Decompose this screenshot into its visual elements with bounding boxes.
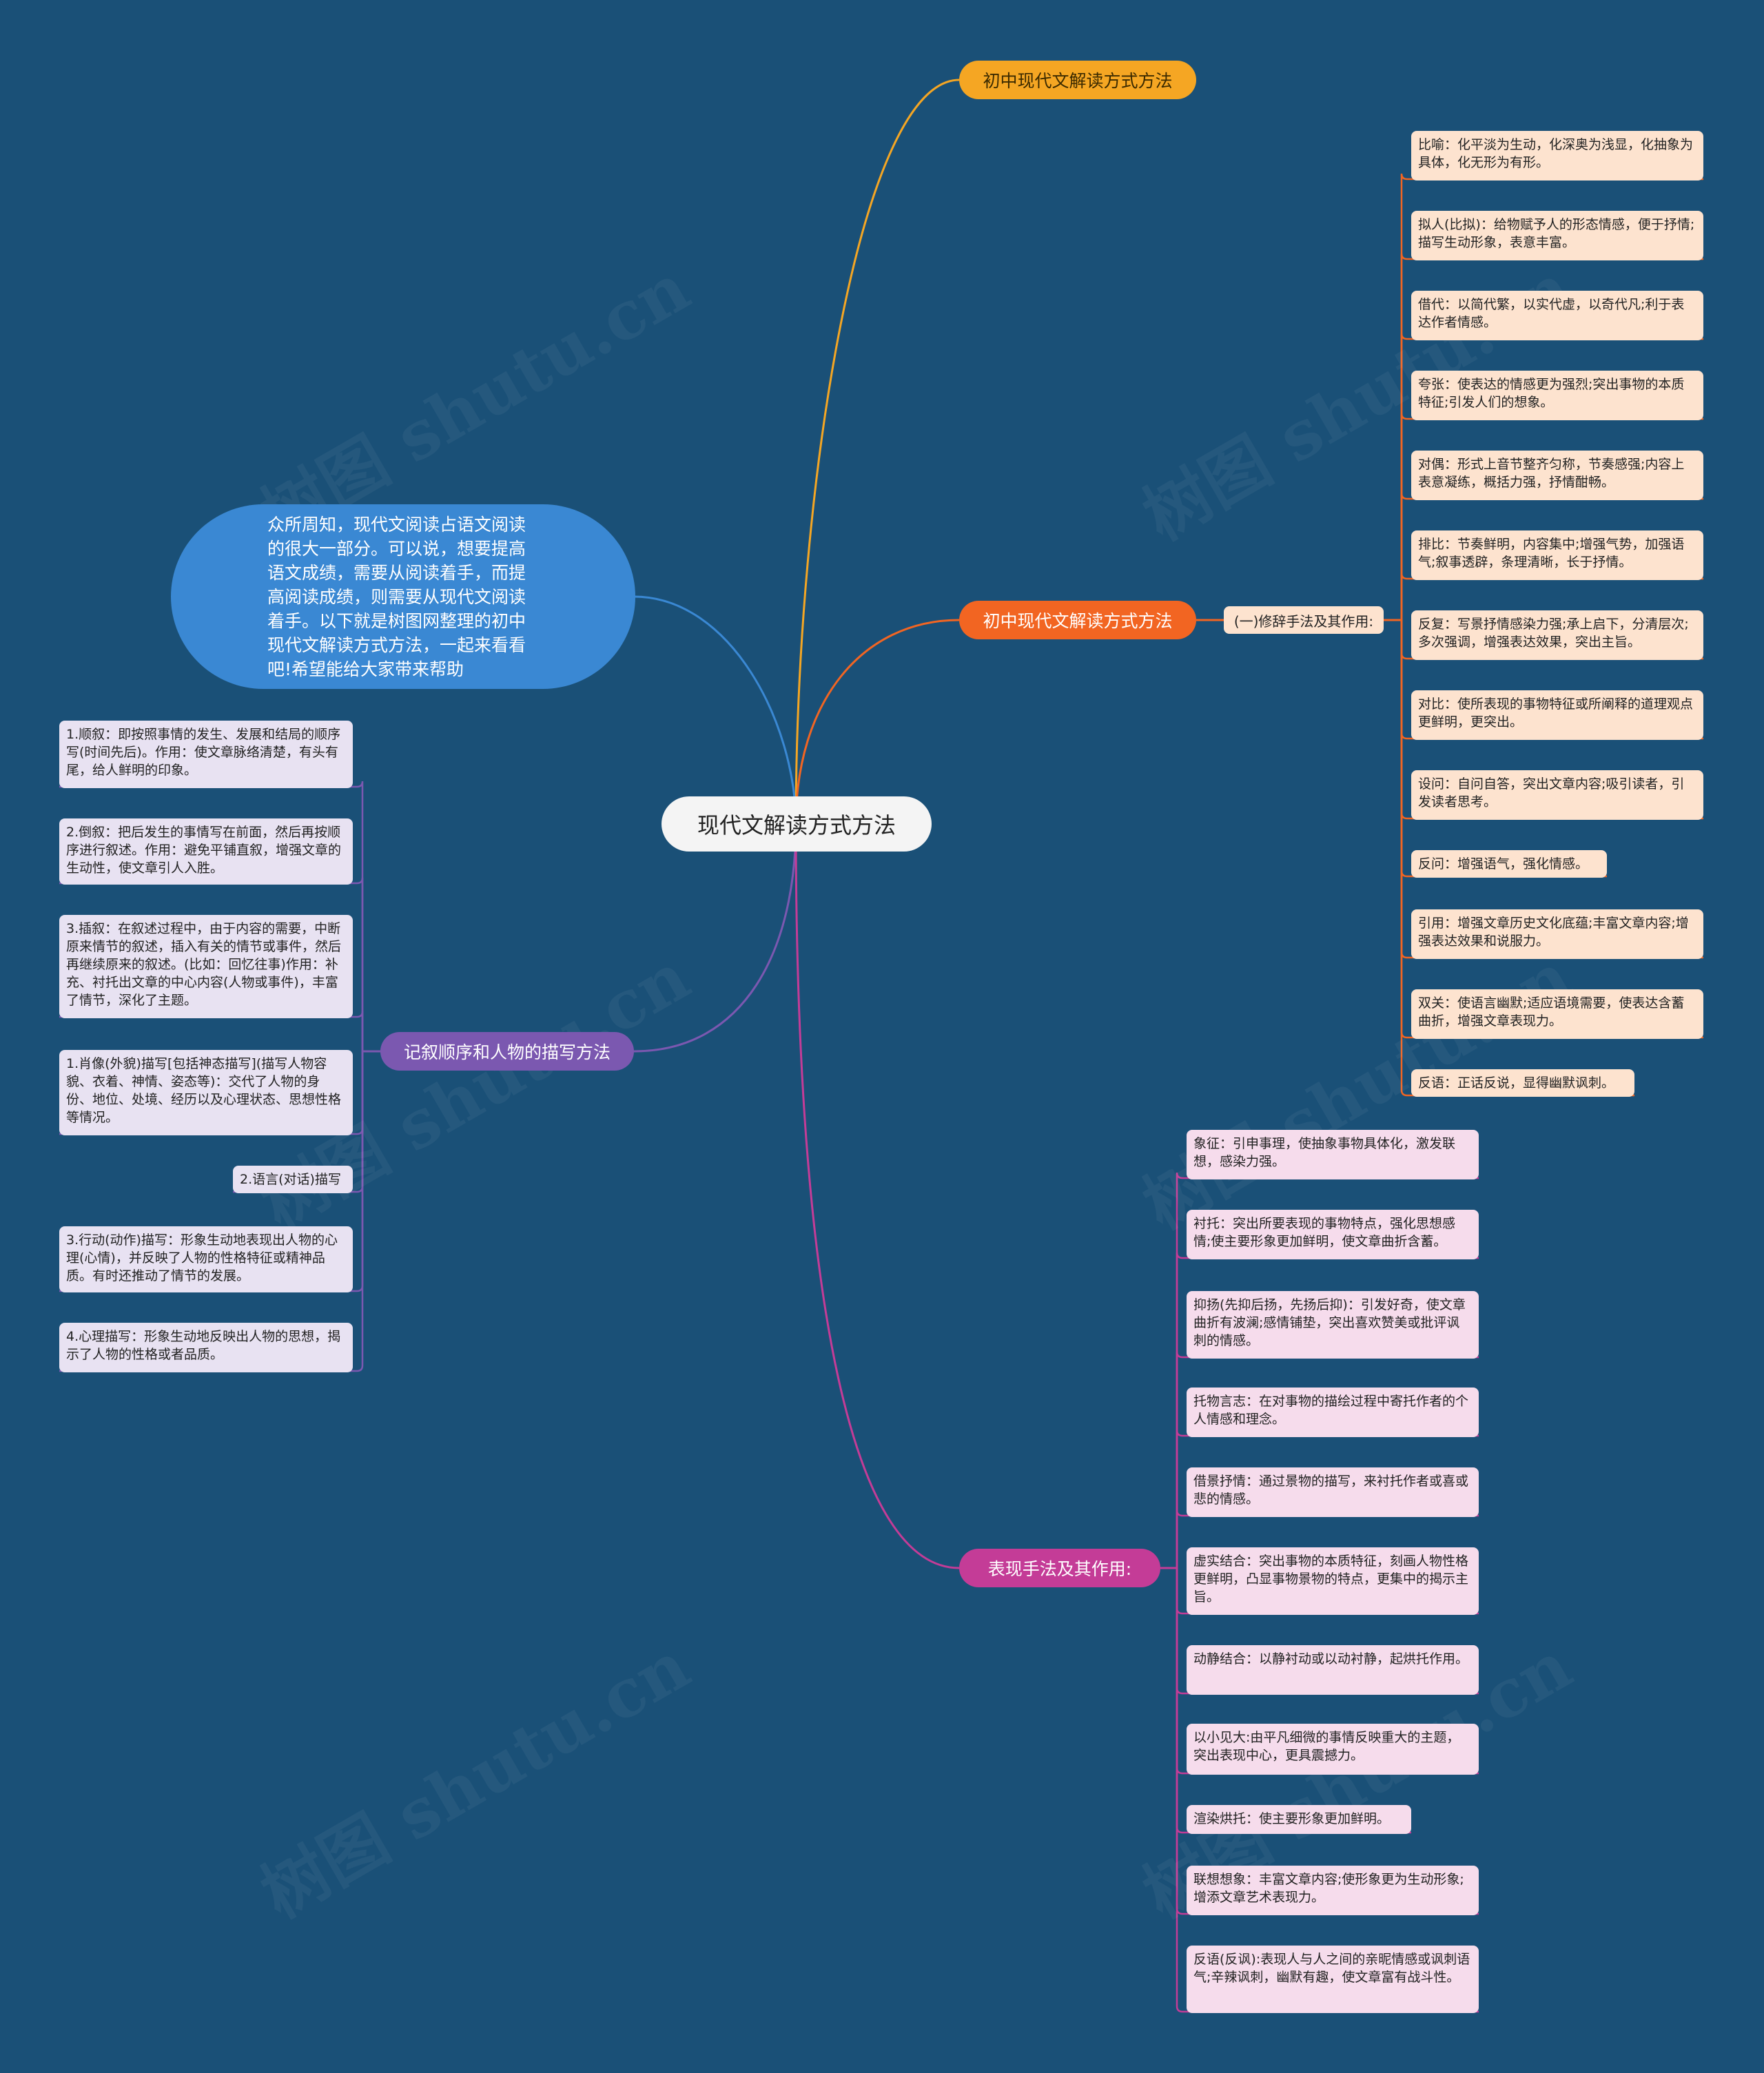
link-rhetoric-item <box>1383 619 1634 1097</box>
link-narrative-item <box>59 877 380 1053</box>
link-root-rhetoric <box>794 619 960 825</box>
link-expression-item <box>1160 1351 1479 1569</box>
link-root-top <box>794 79 960 825</box>
rhetoric-subheading[interactable]: (一)修辞手法及其作用: <box>1224 606 1384 634</box>
rhetoric-item[interactable]: 借代：以简代繁，以实代虚，以奇代凡;利于表达作者情感。 <box>1411 291 1703 340</box>
rhetoric-item[interactable]: 设问：自问自答，突出文章内容;吸引读者，引发读者思考。 <box>1411 770 1703 820</box>
expression-item[interactable]: 象征：引申事理，使抽象事物具体化，激发联想，感染力强。 <box>1187 1130 1479 1179</box>
rhetoric-item[interactable]: 双关：使语言幽默;适应语境需要，使表达含蓄曲折，增强文章表现力。 <box>1411 989 1703 1039</box>
narrative-item[interactable]: 3.插叙：在叙述过程中，由于内容的需要，中断原来情节的叙述，插入有关的情节或事件… <box>59 915 353 1018</box>
expression-item[interactable]: 以小见大:由平凡细微的事情反映重大的主题，突出表现中心，更具震撼力。 <box>1187 1724 1479 1775</box>
rhetoric-item[interactable]: 引用：增强文章历史文化底蕴;丰富文章内容;增强表达效果和说服力。 <box>1411 909 1703 959</box>
rhetoric-item[interactable]: 夸张：使表达的情感更为强烈;突出事物的本质特征;引发人们的想象。 <box>1411 371 1703 420</box>
expression-item[interactable]: 衬托：突出所要表现的事物特点，强化思想感情;使主要形象更加鲜明，使文章曲折含蓄。 <box>1187 1210 1479 1259</box>
link-narrative-item <box>59 781 380 1053</box>
narrative-item[interactable]: 1.顺叙：即按照事情的发生、发展和结局的顺序写(时间先后)。作用：使文章脉络清楚… <box>59 721 353 788</box>
branch-top[interactable]: 初中现代文解读方式方法 <box>959 61 1196 99</box>
intro-node[interactable]: 众所周知，现代文阅读占语文阅读的很大一部分。可以说，想要提高语文成绩，需要从阅读… <box>171 504 635 689</box>
rhetoric-item[interactable]: 反复：写景抒情感染力强;承上启下，分清层次;多次强调，增强表达效果，突出主旨。 <box>1411 610 1703 660</box>
expression-item[interactable]: 反语(反讽):表现人与人之间的亲昵情感或讽刺语气;辛辣讽刺，幽默有趣，使文章富有… <box>1187 1946 1479 2013</box>
branch-expression[interactable]: 表现手法及其作用: <box>959 1549 1160 1587</box>
narrative-item[interactable]: 2.语言(对话)描写 <box>233 1166 353 1193</box>
rhetoric-item[interactable]: 拟人(比拟)：给物赋予人的形态情感，便于抒情;描写生动形象，表意丰富。 <box>1411 211 1703 260</box>
branch-narrative[interactable]: 记叙顺序和人物的描写方法 <box>380 1032 634 1071</box>
rhetoric-item[interactable]: 反问：增强语气，强化情感。 <box>1411 850 1607 878</box>
branch-rhetoric[interactable]: 初中现代文解读方式方法 <box>959 601 1196 639</box>
link-root-intro <box>633 595 797 825</box>
link-root-narrative <box>633 823 797 1053</box>
link-rhetoric-item <box>1383 413 1703 621</box>
expression-item[interactable]: 渲染烘托：使主要形象更加鲜明。 <box>1187 1805 1411 1834</box>
rhetoric-item[interactable]: 对比：使所表现的事物特征或所阐释的道理观点更鲜明，更突出。 <box>1411 690 1703 740</box>
rhetoric-item[interactable]: 对偶：形式上音节整齐匀称，节奏感强;内容上表意凝练，概括力强，抒情酣畅。 <box>1411 451 1703 500</box>
link-expression-item <box>1160 1567 1479 2013</box>
expression-item[interactable]: 联想想象：丰富文章内容;使形象更为生动形象;增添文章艺术表现力。 <box>1187 1866 1479 1915</box>
rhetoric-item[interactable]: 比喻：化平淡为生动，化深奥为浅显，化抽象为具体，化无形为有形。 <box>1411 131 1703 181</box>
narrative-item[interactable]: 4.心理描写：形象生动地反映出人物的思想，揭示了人物的性格或者品质。 <box>59 1323 353 1372</box>
link-narrative-item <box>59 1011 380 1053</box>
expression-item[interactable]: 虚实结合：突出事物的本质特征，刻画人物性格更鲜明，凸显事物景物的特点，更集中的揭… <box>1187 1547 1479 1615</box>
expression-item[interactable]: 托物言志：在对事物的描绘过程中寄托作者的个人情感和理念。 <box>1187 1388 1479 1437</box>
expression-item[interactable]: 动静结合：以静衬动或以动衬静，起烘托作用。 <box>1187 1645 1479 1695</box>
root-node[interactable]: 现代文解读方式方法 <box>662 796 932 852</box>
expression-item[interactable]: 抑扬(先抑后扬，先扬后抑)：引发好奇，使文章曲折有波澜;感情铺垫，突出喜欢赞美或… <box>1187 1291 1479 1359</box>
link-narrative-item <box>59 1050 380 1372</box>
rhetoric-item[interactable]: 排比：节奏鲜明，内容集中;增强气势，加强语气;叙事透辟，条理清晰，长于抒情。 <box>1411 530 1703 580</box>
link-root-expression <box>794 823 960 1569</box>
narrative-item[interactable]: 2.倒叙：把后发生的事情写在前面，然后再按顺序进行叙述。作用：避免平铺直叙，增强… <box>59 818 353 885</box>
expression-item[interactable]: 借景抒情：通过景物的描写，来衬托作者或喜或悲的情感。 <box>1187 1467 1479 1517</box>
narrative-item[interactable]: 3.行动(动作)描写：形象生动地表现出人物的心理(心情)，并反映了人物的性格特征… <box>59 1226 353 1292</box>
narrative-item[interactable]: 1.肖像(外貌)描写[包括神态描写](描写人物容貌、衣着、神情、姿态等)：交代了… <box>59 1050 353 1135</box>
rhetoric-item[interactable]: 反语：正话反说，显得幽默讽刺。 <box>1411 1069 1634 1097</box>
